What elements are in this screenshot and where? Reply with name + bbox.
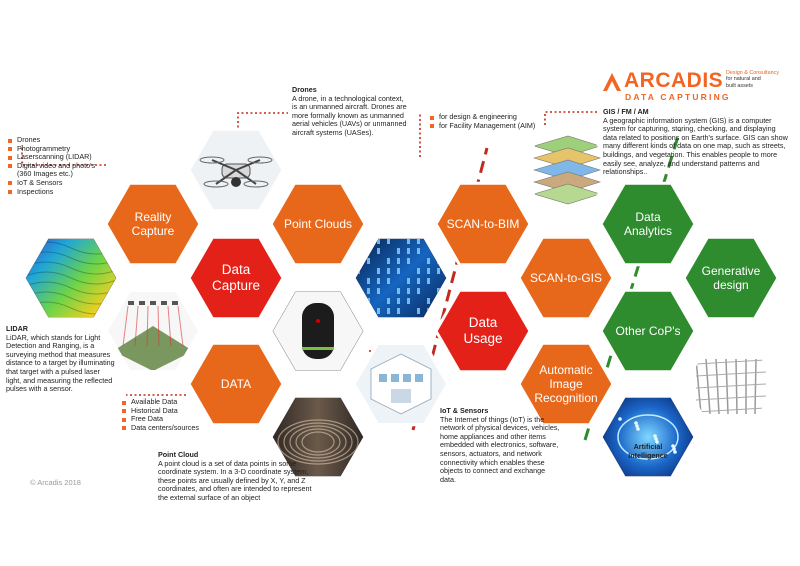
- hex-scanner-image: [269, 288, 367, 374]
- hex-reality-capture-label: Reality Capture: [131, 210, 175, 238]
- brand-name: ARCADIS: [624, 69, 724, 92]
- hex-data: [187, 341, 285, 427]
- hex-generative-image: [682, 341, 780, 427]
- bim-list: for design & engineering for Facility Ma…: [430, 112, 550, 131]
- hex-ai-image: [599, 394, 697, 480]
- point-cloud-text: A point cloud is a set of data points in…: [158, 458, 312, 502]
- lidar-description: LIDAR LiDAR, which stands for Light Dete…: [6, 324, 116, 394]
- brand-tagline: Design & Consultancy for natural and bui…: [726, 70, 780, 89]
- hex-point-clouds-label: Point Clouds: [283, 217, 353, 231]
- drones-description: Drones A drone, in a technological conte…: [292, 85, 410, 138]
- iot-description: IoT & Sensors The Internet of things (Io…: [440, 406, 562, 484]
- point-cloud-title: Point Cloud: [158, 450, 199, 459]
- list-item: Inspections: [8, 187, 100, 197]
- gis-text: A geographic information system (GIS) is…: [603, 115, 788, 177]
- leader-drones: [237, 112, 288, 150]
- list-item: for Facility Management (AIM): [430, 121, 550, 131]
- ai-label: Artificial Intelligence: [628, 442, 668, 460]
- hex-data-label: DATA: [220, 377, 252, 391]
- hex-data-analytics-label: Data Analytics: [623, 210, 673, 238]
- hex-data-usage: [434, 288, 532, 374]
- hex-lidar-image: [104, 288, 202, 374]
- drones-title: Drones: [292, 85, 317, 94]
- hex-iot-image: [352, 341, 450, 427]
- drones-text: A drone, in a technological context, is …: [292, 93, 407, 137]
- hex-generative-design: [682, 235, 780, 321]
- list-item: Digital video and photo's (360 Images et…: [8, 161, 100, 179]
- point-cloud-description: Point Cloud A point cloud is a set of da…: [158, 450, 316, 503]
- data-list: Available Data Historical Data Free Data…: [122, 397, 222, 433]
- iot-text: The Internet of things (IoT) is the netw…: [440, 414, 560, 484]
- list-item: Laserscanning (LIDAR): [8, 153, 100, 162]
- reality-capture-list: Drones Photogrammetry Laserscanning (LID…: [8, 135, 100, 197]
- hex-terrain-image: [22, 235, 120, 321]
- hex-generative-design-label: Generative design: [701, 264, 761, 292]
- hex-other-cops-label: Other CoP's: [615, 324, 681, 338]
- hex-data-analytics: [599, 181, 697, 267]
- copyright: © Arcadis 2018: [30, 478, 81, 487]
- hex-data-capture-label: Data Capture: [211, 262, 261, 293]
- hex-pointcloud-image: [269, 394, 367, 480]
- hex-scan-to-gis: [517, 235, 615, 321]
- hex-scan-to-gis-label: SCAN-to-GIS: [529, 271, 603, 285]
- hex-binary-image: [352, 235, 450, 321]
- iot-title: IoT & Sensors: [440, 406, 489, 415]
- hex-drone-image: [187, 127, 285, 213]
- hex-automatic-image-recognition-label: Automatic Image Recognition: [534, 363, 598, 405]
- list-item: Drones: [8, 135, 100, 145]
- leader-gis: [544, 111, 598, 125]
- hex-scan-to-bim-label: SCAN-to-BIM: [446, 217, 520, 231]
- gis-description: GIS / FM / AM A geographic information s…: [603, 107, 789, 177]
- arcadis-logo-icon: [603, 73, 621, 91]
- list-item: Data centers/sources: [122, 423, 222, 433]
- lidar-title: LIDAR: [6, 324, 28, 333]
- list-item: IoT & Sensors: [8, 178, 100, 188]
- hex-scan-to-bim: [434, 181, 532, 267]
- list-item: Available Data: [122, 397, 222, 407]
- hex-other-cops: [599, 288, 697, 374]
- hex-automatic-image-recognition: [517, 341, 615, 427]
- leader-reality: [21, 145, 106, 166]
- hex-point-clouds: [269, 181, 367, 267]
- hex-gis-image: [517, 127, 615, 213]
- list-item: Photogrammetry: [8, 144, 100, 154]
- list-item: for design & engineering: [430, 112, 550, 122]
- list-item: Historical Data: [122, 406, 222, 416]
- divider-right: [583, 129, 682, 441]
- list-item: Free Data: [122, 415, 222, 424]
- hex-data-capture: [187, 235, 285, 321]
- hex-data-usage-label: Data Usage: [463, 315, 503, 346]
- brand-subtitle: DATA CAPTURING: [625, 92, 731, 102]
- arcadis-logo: ARCADIS DATA CAPTURING: [601, 68, 731, 104]
- hex-reality-capture: [104, 181, 202, 267]
- gis-title: GIS / FM / AM: [603, 107, 649, 116]
- lidar-text: LiDAR, which stands for Light Detection …: [6, 332, 115, 394]
